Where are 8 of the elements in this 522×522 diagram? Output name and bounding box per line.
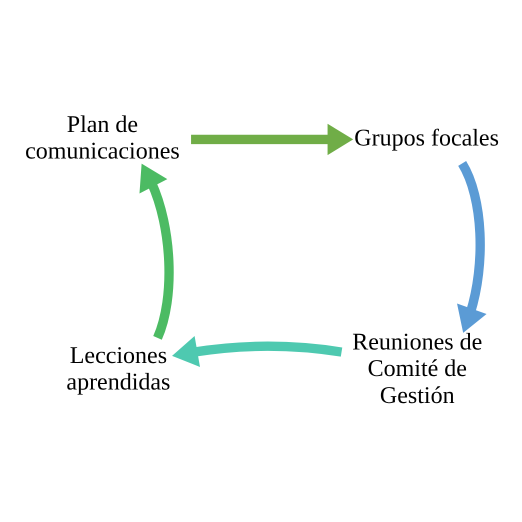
arrow: [190, 123, 353, 155]
arrow: [138, 163, 174, 340]
arrow: [456, 160, 486, 332]
node-text: Reuniones de Comité de Gestión: [352, 328, 482, 408]
arrow: [172, 336, 342, 366]
node-text: Grupos focales: [354, 124, 498, 151]
node-text: Plan de comunicaciones: [24, 111, 180, 164]
node-text: Lecciones aprendidas: [66, 342, 170, 395]
